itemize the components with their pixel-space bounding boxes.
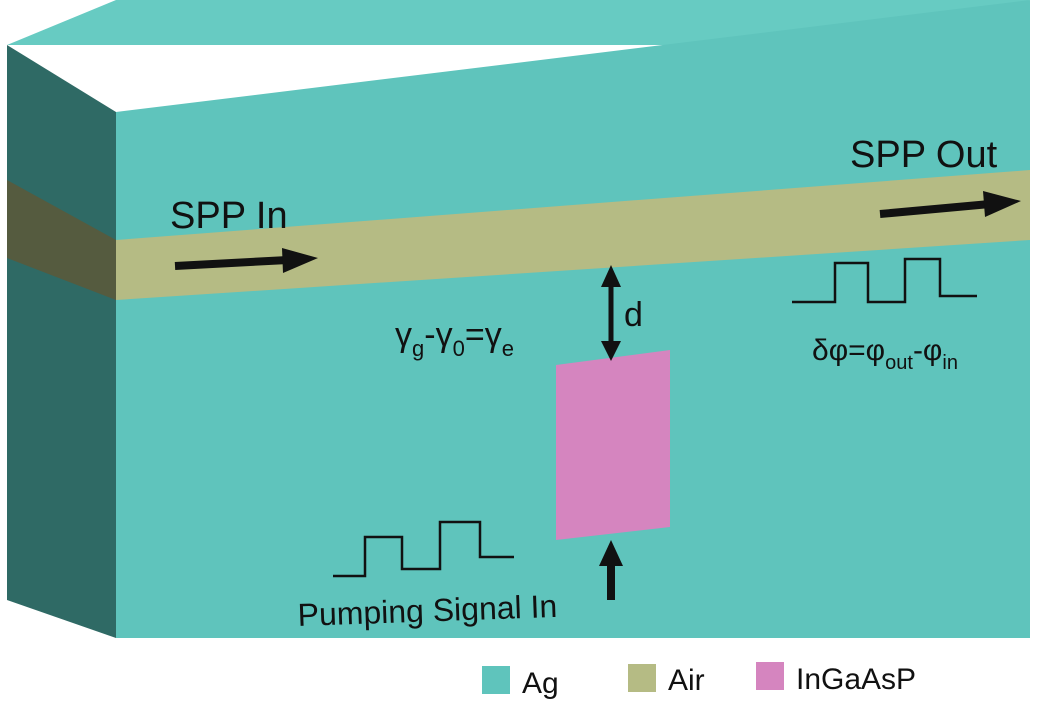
gain-equation: γg-γ0=γe bbox=[395, 316, 514, 361]
spp-in-label: SPP In bbox=[170, 195, 288, 237]
phase-equation: δφ=φout-φin bbox=[812, 334, 958, 374]
legend-swatch-ingaasp bbox=[756, 662, 784, 690]
spp-out-label: SPP Out bbox=[850, 134, 998, 176]
legend-label-air: Air bbox=[668, 664, 705, 697]
spp-in-arrow bbox=[174, 248, 318, 273]
legend: Ag Air InGaAsP bbox=[482, 662, 916, 700]
legend-label-ag: Ag bbox=[522, 667, 559, 700]
ag-block-front-face bbox=[116, 0, 1030, 638]
gap-label: d bbox=[624, 296, 643, 334]
pump-pulse-waveform bbox=[333, 520, 514, 578]
pump-arrow bbox=[599, 540, 623, 600]
legend-swatch-air bbox=[628, 664, 656, 692]
legend-label-ingaasp: InGaAsP bbox=[796, 663, 916, 696]
output-pulse-waveform bbox=[792, 257, 977, 304]
legend-swatch-ag bbox=[482, 666, 510, 694]
ingaasp-block bbox=[556, 350, 670, 540]
spp-out-arrow bbox=[879, 191, 1021, 218]
air-slot-side bbox=[7, 180, 116, 300]
ag-block-side-face bbox=[7, 45, 116, 638]
air-slot-front bbox=[116, 170, 1030, 300]
gap-arrow bbox=[601, 265, 621, 361]
